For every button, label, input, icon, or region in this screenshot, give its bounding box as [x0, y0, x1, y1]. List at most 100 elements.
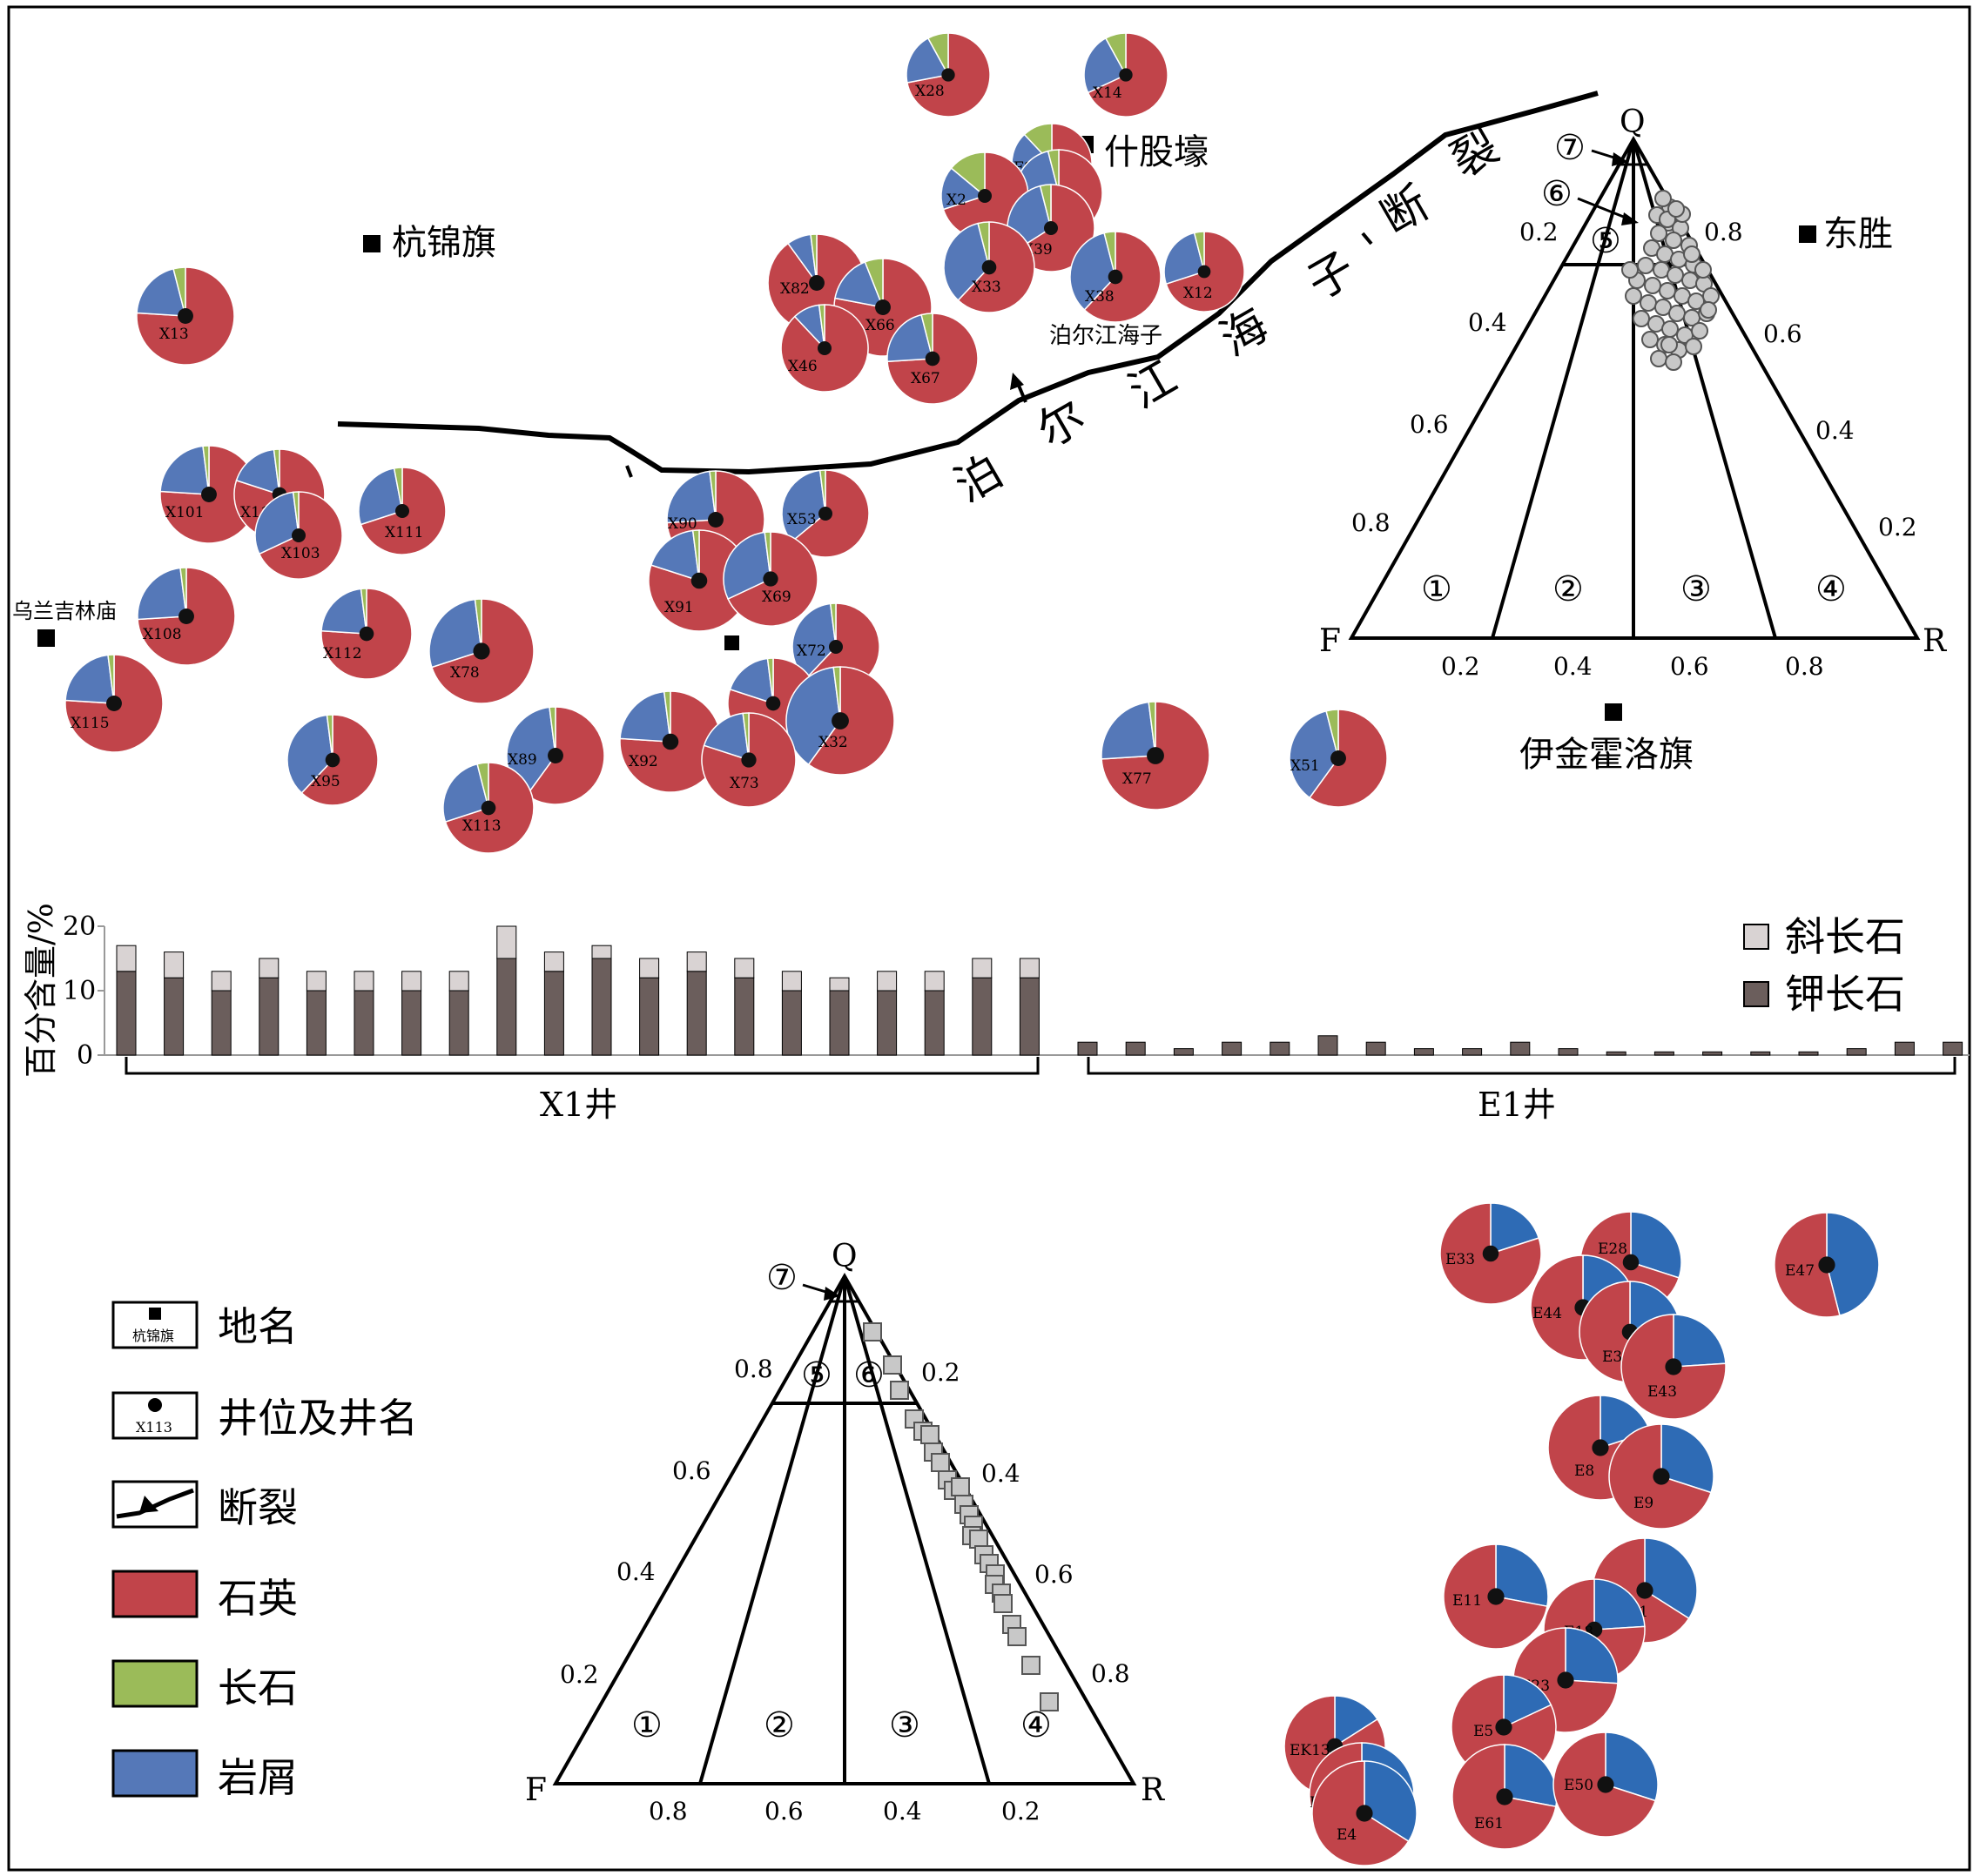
tick-label: 0.6 — [764, 1797, 804, 1826]
ternary-point — [1021, 1656, 1041, 1675]
zone-label: ④ — [1815, 569, 1847, 609]
bar-kfeld — [1846, 1048, 1867, 1056]
bar-kfeld — [1606, 1051, 1626, 1056]
legend-label: 斜长石 — [1785, 913, 1905, 960]
well-marker — [690, 572, 708, 589]
bar-kfeld — [877, 990, 898, 1056]
bar-kfeld — [259, 977, 279, 1056]
well-pie-e47: E47 — [1774, 1212, 1880, 1318]
ternary-point — [1040, 1692, 1059, 1711]
ternary-point — [1667, 266, 1684, 284]
well-pie-e9: E9 — [1608, 1423, 1714, 1530]
well-name: X2 — [946, 192, 966, 209]
well-marker — [178, 609, 194, 624]
feldspar-slice — [920, 313, 933, 360]
ternary-point — [1644, 277, 1661, 294]
feldspar-slice — [977, 221, 990, 268]
place-marker — [1605, 703, 1622, 721]
bar-plag — [496, 925, 517, 959]
well-marker — [981, 259, 997, 275]
bar-kfeld — [496, 958, 517, 1056]
debris-slice — [1565, 1627, 1619, 1684]
apex-f: F — [525, 1772, 547, 1808]
legend-well-marker — [148, 1398, 162, 1412]
debris-slice — [1101, 701, 1156, 760]
well-name: X51 — [1290, 757, 1320, 775]
well-pies-upper: X28X14FS1X1X2X39X33X38X12X13X82X66X46X67… — [64, 32, 1388, 854]
well-name: E11 — [1452, 1592, 1482, 1610]
debris-slice — [1660, 1423, 1714, 1494]
feldspar-slice — [107, 654, 115, 704]
well-marker — [548, 748, 563, 763]
debris-slice — [442, 763, 489, 824]
bar-kfeld — [1943, 1041, 1963, 1056]
well-name: X72 — [797, 642, 826, 660]
debris-slice — [1503, 1674, 1552, 1729]
well-pie-x67: X67 — [886, 313, 979, 405]
tick-label: 0.6 — [1410, 410, 1449, 439]
ternary-point — [1685, 338, 1702, 355]
bar-plag — [1019, 958, 1040, 978]
bar-plag — [116, 945, 137, 972]
debris-slice — [886, 313, 933, 363]
debris-slice — [1630, 1211, 1682, 1279]
bar-kfeld — [1077, 1041, 1098, 1056]
bar-kfeld — [639, 977, 660, 1056]
bar-kfeld — [829, 990, 850, 1056]
bar-kfeld — [1510, 1041, 1531, 1056]
well-marker — [1665, 1358, 1682, 1375]
well-name: X95 — [311, 773, 340, 790]
debris-slice — [358, 467, 403, 526]
apex-f: F — [1319, 623, 1341, 659]
legend-label: 断裂 — [218, 1484, 298, 1531]
well-name: X33 — [972, 279, 1001, 296]
debris-slice — [703, 712, 750, 762]
well-name: X66 — [865, 317, 895, 334]
feldspar-slice — [474, 598, 482, 652]
well-pie-e43: E43 — [1620, 1314, 1727, 1420]
debris-slice — [428, 598, 482, 669]
debris-slice — [666, 470, 717, 524]
feldspar-slice — [1325, 709, 1339, 759]
feldspar-slice — [864, 258, 884, 308]
legend-fault-arrow — [139, 1496, 158, 1513]
legend: 杭锦旗 地名 X113 井位及井名 断裂 石英 长石 岩屑 — [111, 1301, 418, 1801]
fault-tick — [625, 465, 633, 478]
well-pie-e61: E61 — [1451, 1744, 1558, 1850]
bar-plag — [543, 951, 564, 972]
well-pie-x13: X13 — [136, 266, 235, 366]
ternary-point — [1665, 353, 1682, 371]
legend-swatch-debris — [111, 1749, 199, 1798]
well-name: E61 — [1474, 1815, 1504, 1832]
well-name: X89 — [508, 751, 537, 769]
bar-plag — [686, 951, 707, 972]
tick-label: 0.4 — [883, 1797, 922, 1826]
debris-slice — [1083, 37, 1128, 94]
well-name: X103 — [281, 545, 320, 562]
well-marker — [829, 640, 843, 654]
debris-slice — [650, 529, 700, 582]
well-pie-e33: E33 — [1439, 1202, 1542, 1305]
bar-kfeld — [734, 977, 755, 1056]
ternary-point — [1007, 1627, 1027, 1646]
quartz-slice — [526, 706, 605, 805]
bar-kfeld — [1173, 1048, 1194, 1056]
bar-kfeld — [1365, 1041, 1386, 1056]
ternary-points — [1621, 190, 1720, 371]
well-pie-x115: X115 — [64, 654, 164, 753]
zone-label: ① — [631, 1705, 663, 1745]
group-bracket — [1087, 1057, 1956, 1075]
bar-kfeld — [1125, 1041, 1146, 1056]
debris-slice — [159, 445, 210, 495]
well-marker — [765, 696, 781, 711]
place-marker — [724, 635, 739, 650]
well-name: X112 — [323, 645, 362, 662]
well-name: X82 — [780, 280, 810, 298]
feldspar-slice — [818, 469, 826, 514]
debris-slice — [1289, 709, 1339, 799]
tick-label: 0.8 — [649, 1797, 688, 1826]
feldspar-slice — [202, 445, 210, 495]
debris-slice — [1826, 1212, 1880, 1317]
well-name: X38 — [1085, 288, 1115, 306]
ternary-point — [920, 1425, 939, 1444]
